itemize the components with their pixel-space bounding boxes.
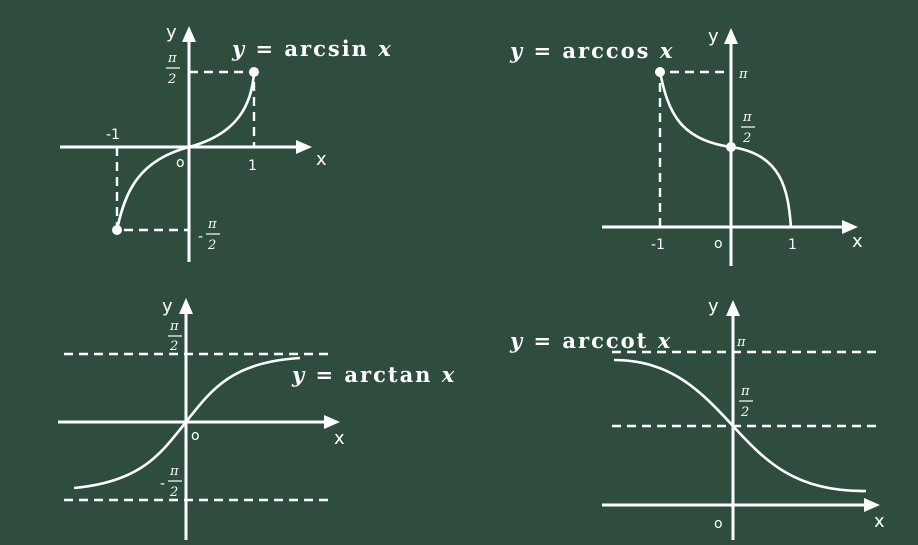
- svg-text:π: π: [169, 319, 179, 334]
- arccot-origin-label: o: [714, 516, 723, 532]
- svg-text:2: 2: [167, 72, 176, 87]
- arcsin-endpoint-bottom: [112, 225, 122, 235]
- arctan-x-label: x: [334, 428, 345, 449]
- arcsin-tick-neg1: -1: [106, 127, 120, 143]
- arctan-origin-label: o: [191, 428, 200, 444]
- svg-text:π: π: [169, 464, 179, 479]
- arccos-tick-1: 1: [788, 237, 797, 253]
- arccot-graph: x y o π π 2 y = arccot x: [509, 296, 885, 540]
- arcsin-y-arrow-icon: [182, 26, 196, 42]
- arccot-x-arrow-icon: [864, 498, 880, 512]
- svg-text:2: 2: [169, 485, 178, 500]
- svg-text:π: π: [740, 384, 750, 399]
- arctan-neg-pi-half-label: - π 2: [160, 464, 182, 500]
- arccos-endpoint-left: [655, 67, 665, 77]
- arccot-curve: [613, 358, 867, 493]
- arcsin-x-label: x: [316, 149, 327, 170]
- arccos-intercept-point: [726, 142, 736, 152]
- svg-text:-: -: [160, 476, 165, 492]
- arccos-pi-half-label: π 2: [741, 110, 755, 146]
- arccot-y-arrow-icon: [726, 300, 740, 316]
- arctan-graph: x y o π 2 - π 2 y = arctan x: [58, 296, 456, 540]
- arcsin-neg-pi-half-label: - π 2: [198, 217, 220, 253]
- arctan-pi-half-label: π 2: [168, 319, 182, 354]
- arctan-x-arrow-icon: [324, 415, 340, 429]
- arccot-equation: y = arccot x: [509, 328, 672, 353]
- arccot-y-label: y: [708, 296, 719, 317]
- arcsin-tick-1: 1: [248, 158, 257, 174]
- arcsin-equation: y = arcsin x: [231, 36, 393, 61]
- arccos-y-label: y: [708, 26, 719, 47]
- arcsin-x-arrow-icon: [296, 140, 312, 154]
- arccos-x-label: x: [852, 231, 863, 252]
- svg-text:π: π: [167, 51, 177, 66]
- svg-text:π: π: [207, 217, 217, 232]
- arccot-pi-label: π: [736, 335, 746, 350]
- arccos-x-arrow-icon: [842, 220, 858, 234]
- svg-text:2: 2: [742, 131, 751, 146]
- arccos-origin-label: o: [714, 236, 723, 252]
- arcsin-y-label: y: [166, 22, 177, 43]
- arccot-pi-half-label: π 2: [739, 384, 753, 420]
- arccot-x-label: x: [874, 511, 885, 532]
- arctan-y-arrow-icon: [179, 298, 193, 314]
- arctan-curve: [73, 356, 301, 490]
- arcsin-graph: x y o -1 1 π 2 - π 2 y = arcsin x: [60, 22, 393, 262]
- arccos-y-arrow-icon: [724, 28, 738, 44]
- arccos-tick-neg1: -1: [651, 237, 665, 253]
- arcsin-endpoint-top: [249, 67, 259, 77]
- arctan-equation: y = arctan x: [291, 362, 456, 387]
- svg-text:2: 2: [207, 238, 216, 253]
- arccos-graph: x y o -1 1 π π 2 y = arccos x: [509, 26, 863, 266]
- arccos-equation: y = arccos x: [509, 38, 674, 63]
- arccos-guide: [658, 70, 731, 227]
- arccos-pi-label: π: [738, 67, 748, 82]
- arcsin-pi-half-label: π 2: [166, 51, 180, 87]
- svg-text:π: π: [742, 110, 752, 125]
- arctan-y-label: y: [162, 296, 173, 317]
- svg-text:2: 2: [169, 339, 178, 354]
- arccos-curve: [658, 71, 793, 228]
- arcsin-curve: [115, 71, 256, 231]
- svg-text:-: -: [198, 229, 203, 245]
- arcsin-origin-label: o: [176, 155, 185, 171]
- svg-text:2: 2: [740, 405, 749, 420]
